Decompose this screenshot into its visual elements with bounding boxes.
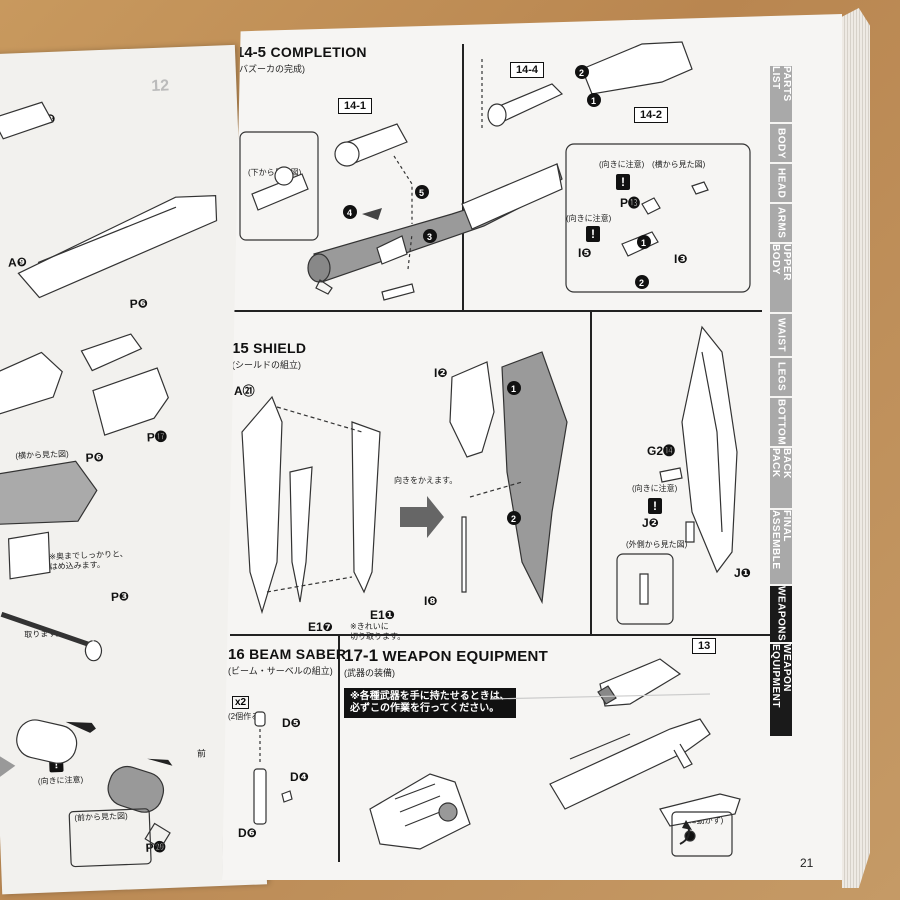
part-label: J❷ xyxy=(642,516,659,530)
section-17-1-header: 17-1 WEAPON EQUIPMENT (武器の装備) xyxy=(344,646,548,679)
cut-note: ※きれいに 切り取ります。 xyxy=(350,622,406,641)
svg-text:2: 2 xyxy=(579,68,584,78)
tab-head: HEAD xyxy=(770,164,792,202)
tab-arms: ARMS xyxy=(770,204,792,242)
section-15-drawings: 1 2 xyxy=(241,325,738,625)
part-label: D❹ xyxy=(290,770,309,784)
step-title: SHIELD xyxy=(253,340,307,356)
warning-icon: ! xyxy=(616,174,630,190)
svg-text:2: 2 xyxy=(511,514,516,524)
warning-icon: ! xyxy=(586,226,600,242)
part-label: G2⓮ xyxy=(647,444,676,458)
part-label: I❸ xyxy=(674,252,688,266)
part-label: D❻ xyxy=(238,826,257,840)
tab-weapons: WEAPONS xyxy=(770,586,792,642)
part-label: A㉑ xyxy=(234,384,255,398)
tab-final-assemble: FINAL ASSEMBLE xyxy=(770,510,792,584)
section-15-header: 15 SHIELD (シールドの組立) xyxy=(232,340,306,371)
page-edges xyxy=(842,8,870,888)
tab-waist: WAIST xyxy=(770,314,792,356)
tab-legs: LEGS xyxy=(770,358,792,396)
view-note: (下から見た図) xyxy=(248,168,302,177)
svg-text:2: 2 xyxy=(639,278,644,288)
part-label: I❺ xyxy=(578,246,592,260)
svg-text:1: 1 xyxy=(641,238,646,248)
left-page-drawings xyxy=(0,101,218,868)
section-divider xyxy=(462,44,464,310)
step-subtitle: (ビーム・サーベルの組立) xyxy=(228,666,333,676)
section-16-header: 16 BEAM SABER (ビーム・サーベルの組立) xyxy=(228,646,346,677)
svg-text:3: 3 xyxy=(427,232,432,242)
step-ref-label: 13 xyxy=(692,638,717,654)
turn-note: 向きをかえます。 xyxy=(394,476,458,485)
step-ref-label: 14-4 xyxy=(510,62,545,78)
step-number: 17-1 xyxy=(344,646,379,665)
caution-note: (向きに注意) xyxy=(632,484,678,493)
right-page: 14-5 COMPLETION (バズーカの完成) 14-1 14-4 14-2… xyxy=(222,14,842,880)
svg-text:5: 5 xyxy=(419,188,424,198)
tab-parts-list: PARTS LIST xyxy=(770,66,792,122)
section-16-drawings xyxy=(253,711,293,825)
step-subtitle: (バズーカの完成) xyxy=(236,64,305,74)
step-number: 14-5 xyxy=(236,44,267,61)
quantity-note: (2個作る) xyxy=(228,712,262,721)
part-label: J❶ xyxy=(734,566,751,580)
step-number: 15 xyxy=(232,340,249,357)
step-subtitle: (武器の装備) xyxy=(344,668,395,678)
view-note: (横から見た図) xyxy=(652,160,706,169)
section-14-5-drawings: 5 4 3 2 1 2 1 xyxy=(239,41,751,301)
step-subtitle: (シールドの組立) xyxy=(232,360,301,370)
part-label: D❺ xyxy=(282,716,301,730)
step-title: WEAPON EQUIPMENT xyxy=(382,648,549,665)
section-divider xyxy=(230,310,762,312)
part-label: E1❼ xyxy=(308,620,333,634)
warning-icon: ! xyxy=(648,498,662,514)
step-number: 16 xyxy=(228,646,245,663)
tab-bottom: BOTTOM xyxy=(770,398,792,446)
section-divider xyxy=(230,634,770,636)
step-title: COMPLETION xyxy=(270,44,367,60)
tab-upper-body: UPPER BODY xyxy=(770,244,792,312)
page-number: 21 xyxy=(800,856,814,870)
svg-text:1: 1 xyxy=(591,96,596,106)
step-ref-label: 14-1 xyxy=(338,98,373,114)
part-label: I❽ xyxy=(424,594,438,608)
svg-text:1: 1 xyxy=(511,384,516,394)
part-label: E1❶ xyxy=(370,608,395,622)
caution-note: (向きに注意) xyxy=(566,214,612,223)
instruction-banner: ※各種武器を手に持たせるときは、 必ずこの作業を行ってください。 xyxy=(344,688,516,718)
caution-note: (向きに注意) xyxy=(599,160,645,169)
view-note: (外側から見た図) xyxy=(626,540,688,549)
section-divider xyxy=(338,634,340,862)
quantity-badge: x2 xyxy=(232,696,250,709)
tab-weapon-equipment: WEAPON EQUIPMENT xyxy=(770,644,792,736)
part-label: P⓭ xyxy=(620,196,641,210)
section-divider xyxy=(590,312,592,634)
tab-body: BODY xyxy=(770,124,792,162)
tab-back-pack: BACK PACK xyxy=(770,448,792,508)
step-title: BEAM SABER xyxy=(249,646,347,662)
svg-text:4: 4 xyxy=(347,208,352,218)
section-17-1-drawings xyxy=(369,658,741,857)
step-ref-label: 14-2 xyxy=(634,107,669,123)
part-label: I❷ xyxy=(434,366,448,380)
section-14-5-header: 14-5 COMPLETION (バズーカの完成) xyxy=(236,44,367,75)
left-page: A❽ A❾ P❻ P⓱ (横から見た図) P❻ ※奥までしっかりと、 はめ込みま… xyxy=(0,44,268,895)
